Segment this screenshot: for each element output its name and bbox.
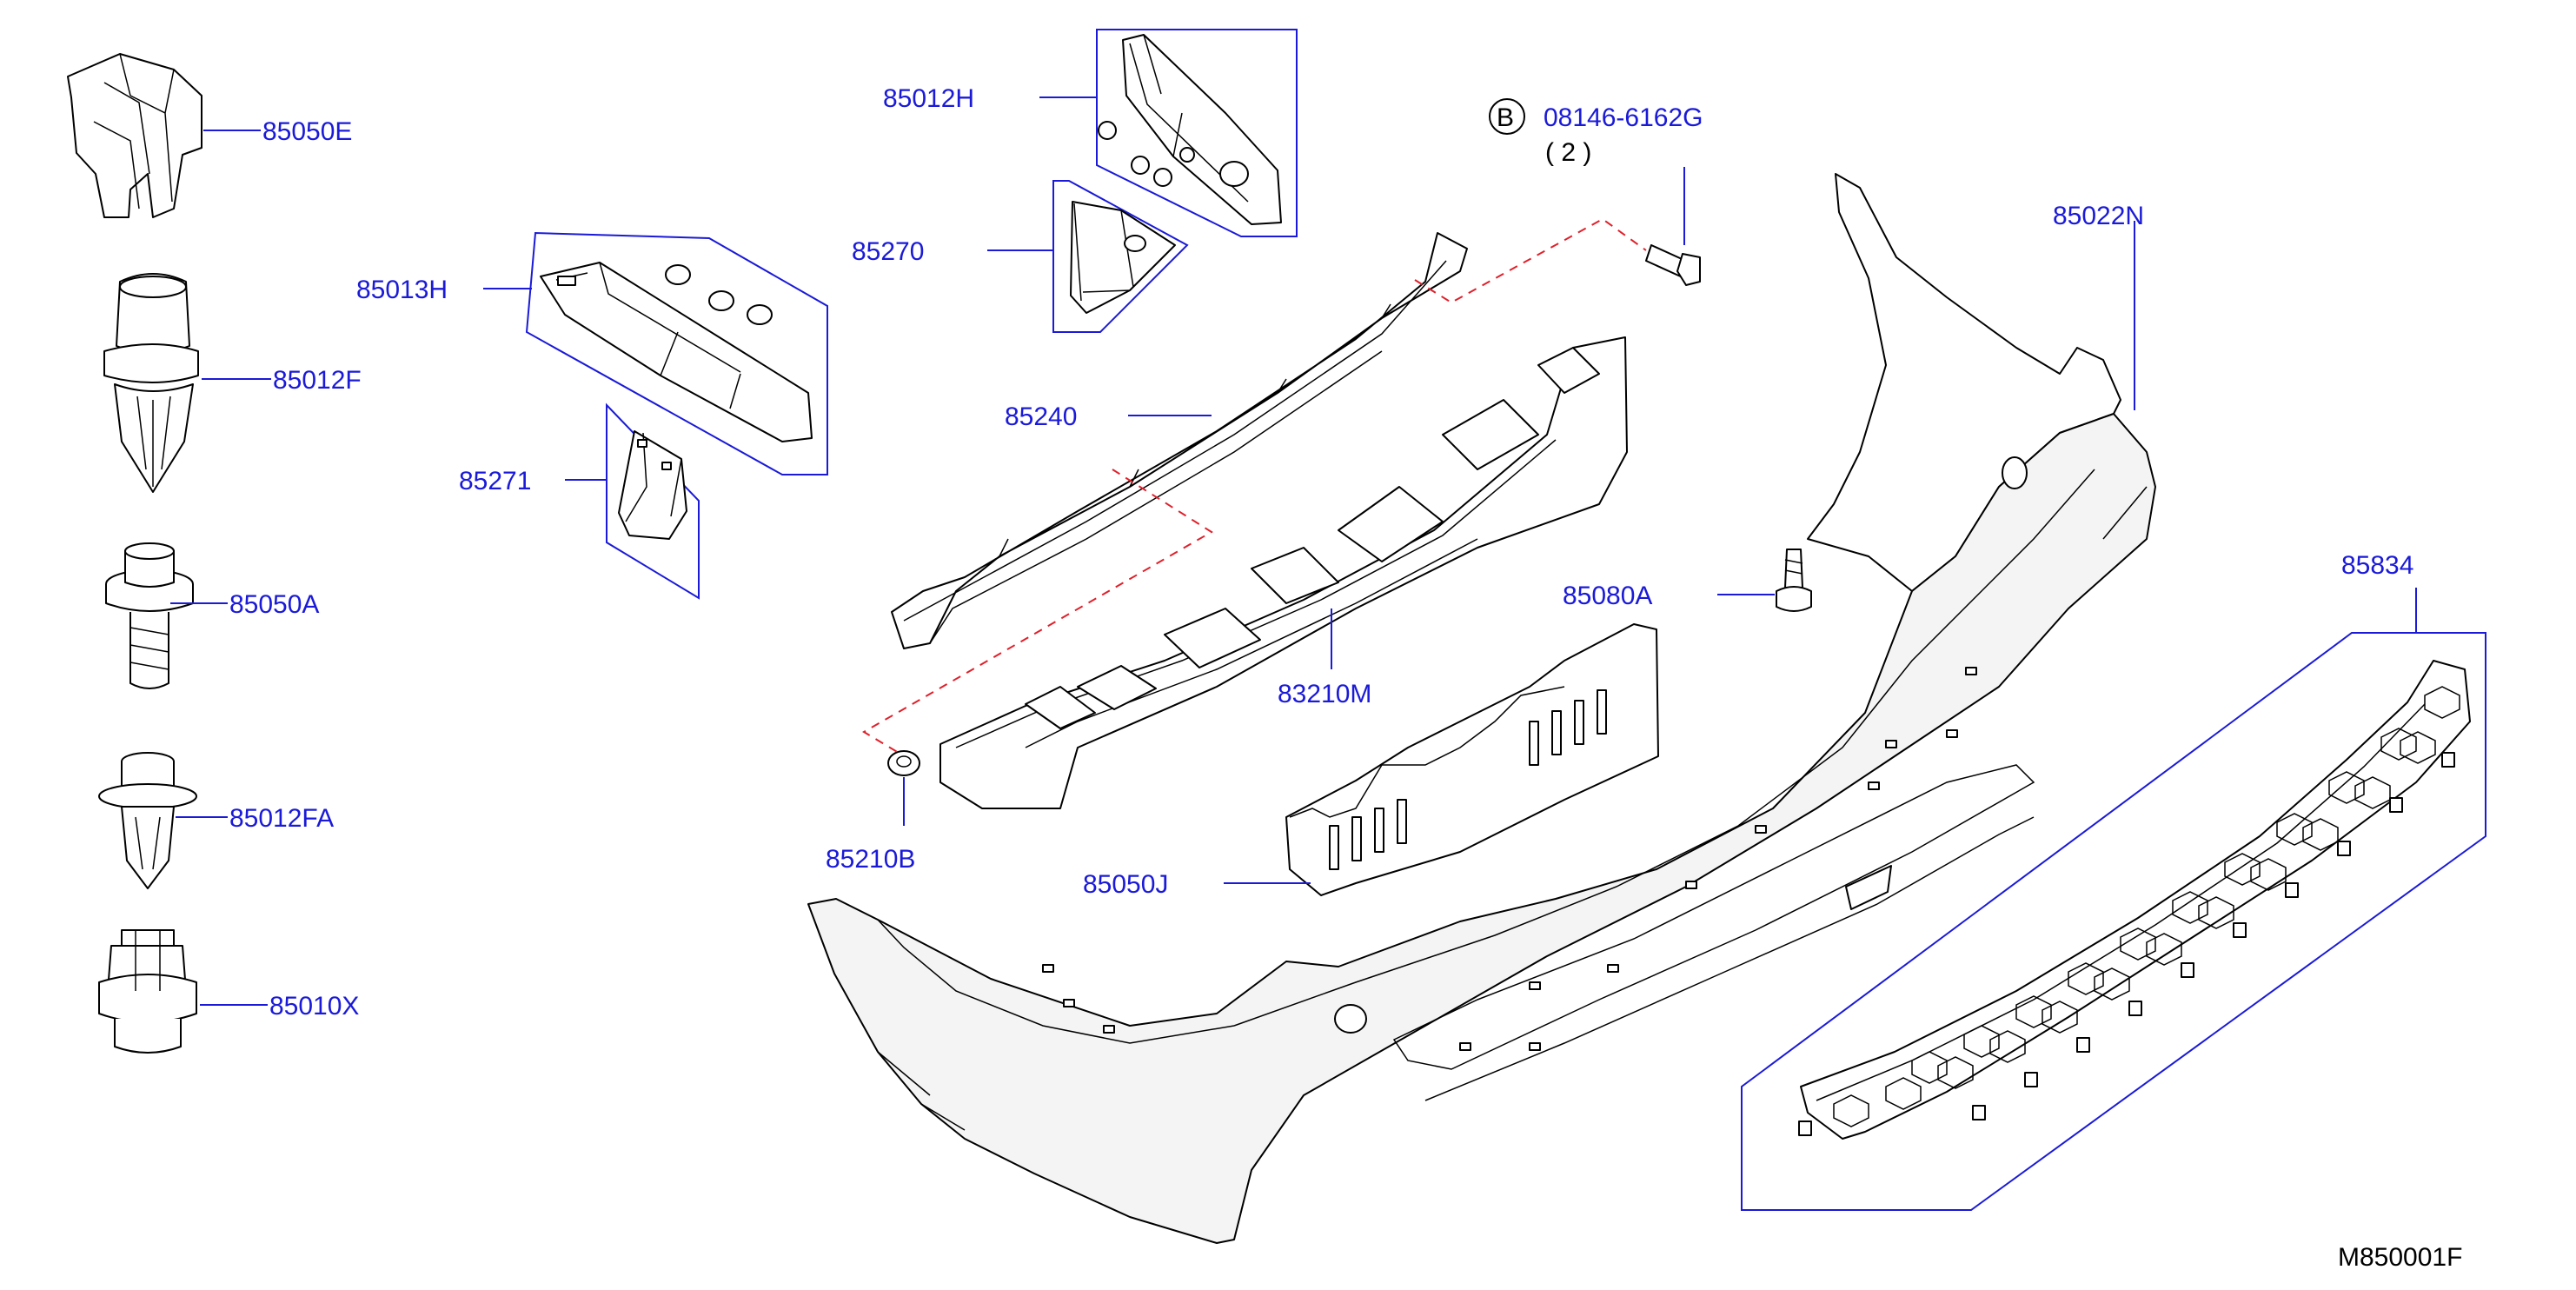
label-83210M: 83210M [1278, 680, 1371, 708]
badge-letter: B [1497, 103, 1514, 132]
part-85050E-clip [67, 53, 202, 218]
qty-08146-6162G: ( 2 ) [1545, 138, 1591, 167]
part-85022N-fascia [807, 173, 2156, 1244]
frame-85270 [1052, 180, 1189, 333]
part-08146-6162G-bolt [1645, 244, 1701, 286]
label-85012F: 85012F [273, 366, 362, 395]
label-85270: 85270 [852, 237, 924, 266]
guide-line-nut [862, 469, 1213, 754]
label-85271: 85271 [459, 467, 531, 495]
part-85270-stay [1070, 201, 1176, 314]
part-85013H-bracket [540, 262, 813, 442]
frame-85834 [1741, 632, 2486, 1211]
frame-85012H [1096, 29, 1298, 237]
label-08146-6162G: 08146-6162G [1544, 103, 1703, 132]
part-85080A-bolt [1776, 549, 1812, 612]
part-83210M-absorber [939, 336, 1628, 809]
label-85010X: 85010X [269, 992, 359, 1021]
label-85210B: 85210B [826, 845, 915, 874]
part-85050A-bolt [105, 542, 194, 689]
label-85012FA: 85012FA [229, 804, 334, 833]
label-85050J: 85050J [1083, 870, 1168, 899]
part-85210B-nut [887, 750, 920, 776]
part-85240-strip [891, 232, 1468, 649]
label-85013H: 85013H [356, 276, 448, 304]
label-85050E: 85050E [262, 117, 352, 146]
label-85022N: 85022N [2053, 202, 2144, 230]
drawing-id: M850001F [2338, 1243, 2462, 1272]
label-85240: 85240 [1005, 402, 1077, 431]
part-85010X-grommet [98, 929, 197, 1054]
part-85012H-bracket [1098, 34, 1282, 225]
guide-line-bolt [1414, 217, 1647, 304]
part-85012F-clip [103, 273, 199, 493]
label-85834: 85834 [2341, 551, 2413, 580]
part-85050J-pad [1285, 623, 1659, 896]
part-85834-grille [1798, 660, 2471, 1140]
part-85271-stay [618, 430, 687, 540]
part-85012FA-pushclip [98, 752, 197, 889]
label-85080A: 85080A [1563, 582, 1652, 610]
b-badge-icon: B [1489, 98, 1525, 135]
label-85012H: 85012H [883, 84, 974, 113]
label-85050A: 85050A [229, 590, 319, 619]
frame-85013H [525, 231, 828, 475]
